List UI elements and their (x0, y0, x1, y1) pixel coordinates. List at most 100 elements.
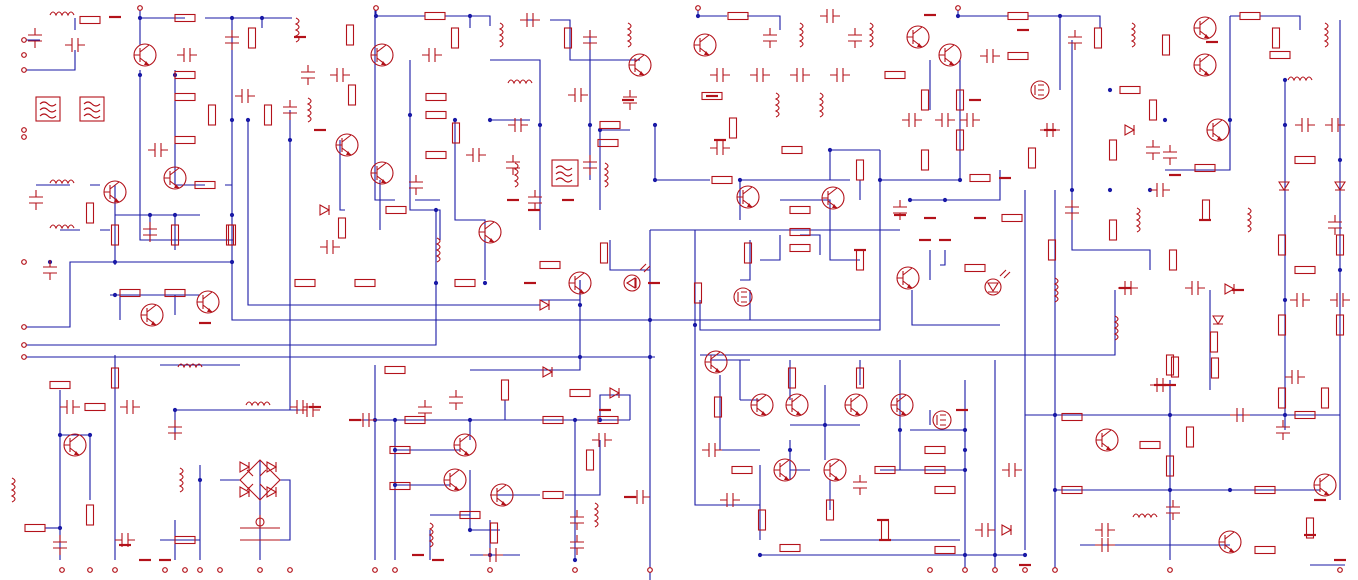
capacitor (830, 68, 850, 82)
capacitor (1328, 215, 1342, 235)
junction-dot (57, 525, 63, 531)
junction-dot (1057, 13, 1063, 19)
transistor (773, 458, 797, 482)
fet-3 (932, 410, 952, 430)
terminal (373, 5, 379, 11)
resistor (955, 89, 965, 111)
junction-dot (962, 467, 968, 473)
inductor (1130, 22, 1136, 48)
terminal (955, 5, 961, 11)
resistor (1201, 199, 1211, 221)
resistor (347, 84, 357, 106)
diode (266, 486, 278, 498)
transistor (823, 458, 847, 482)
transistor (1193, 53, 1217, 77)
resistor (934, 545, 956, 555)
junction-dot (757, 552, 763, 558)
transistor (890, 393, 914, 417)
capacitor (177, 48, 197, 62)
transistor (196, 290, 220, 314)
resistor (424, 11, 446, 21)
junction-dot (482, 280, 488, 286)
junction-dot (197, 477, 203, 483)
resistor (1185, 426, 1195, 448)
capacitor (520, 13, 540, 27)
junction-dot (229, 259, 235, 265)
capacitor (29, 190, 43, 210)
capacitor (893, 200, 907, 220)
resistor (757, 509, 767, 531)
terminal (21, 324, 27, 330)
junction-dot (955, 13, 961, 19)
capacitor (790, 68, 810, 82)
capacitor (853, 475, 867, 495)
capacitor (702, 443, 722, 457)
capacitor (1230, 408, 1250, 422)
resistor (263, 104, 273, 126)
junction-dot (827, 147, 833, 153)
junction-dot (962, 427, 968, 433)
junction-dot (1282, 122, 1288, 128)
transistors (63, 16, 1337, 554)
resistor (955, 129, 965, 151)
diode (1212, 315, 1224, 326)
resistor (1335, 234, 1345, 256)
junction-dot (467, 417, 473, 423)
diode (1278, 181, 1290, 192)
terminal (962, 567, 968, 573)
capacitor (506, 155, 520, 175)
resistor (1194, 163, 1216, 173)
junction-dot (487, 117, 493, 123)
transistor (103, 180, 127, 204)
terminal (1022, 567, 1028, 573)
inductor (49, 179, 75, 185)
resistor (500, 379, 510, 401)
resistor (79, 15, 101, 25)
capacitor (1325, 118, 1345, 132)
capacitor (1276, 420, 1290, 440)
capacitor (568, 88, 588, 102)
resistor (597, 138, 619, 148)
transistor (628, 53, 652, 77)
terminal (21, 342, 27, 348)
transistor (478, 220, 502, 244)
resistor (354, 278, 376, 288)
junction-dot (957, 177, 963, 183)
resistor (884, 70, 906, 80)
resistor (174, 535, 196, 545)
resistor (1335, 314, 1345, 336)
resistor (384, 365, 406, 375)
resistor (454, 278, 476, 288)
resistor (247, 27, 257, 49)
inductor (818, 92, 824, 118)
inductor (1287, 76, 1313, 82)
resistor (389, 481, 411, 491)
junction-dot (1107, 187, 1113, 193)
transistor (844, 393, 868, 417)
junction-dot (572, 557, 578, 563)
capacitor (43, 260, 57, 280)
diode (1124, 124, 1136, 136)
junction-dot (137, 15, 143, 21)
resistor (542, 490, 564, 500)
junction-dot (822, 422, 828, 428)
resistor (85, 202, 95, 224)
capacitor (1295, 118, 1315, 132)
resistor (924, 465, 946, 475)
capacitor (301, 65, 315, 85)
capacitor (225, 30, 239, 50)
capacitor (115, 533, 135, 547)
terminal (647, 567, 653, 573)
resistor (1277, 234, 1287, 256)
transistor (821, 186, 845, 210)
junction-dot (587, 122, 593, 128)
junction-dot (695, 13, 701, 19)
junction-dot (229, 117, 235, 123)
capacitor (570, 535, 584, 555)
resistor (425, 110, 447, 120)
resistor (539, 260, 561, 270)
junction-dot (1167, 412, 1173, 418)
resistor (174, 13, 196, 23)
junction-dot (137, 72, 143, 78)
junction-dot (962, 447, 968, 453)
